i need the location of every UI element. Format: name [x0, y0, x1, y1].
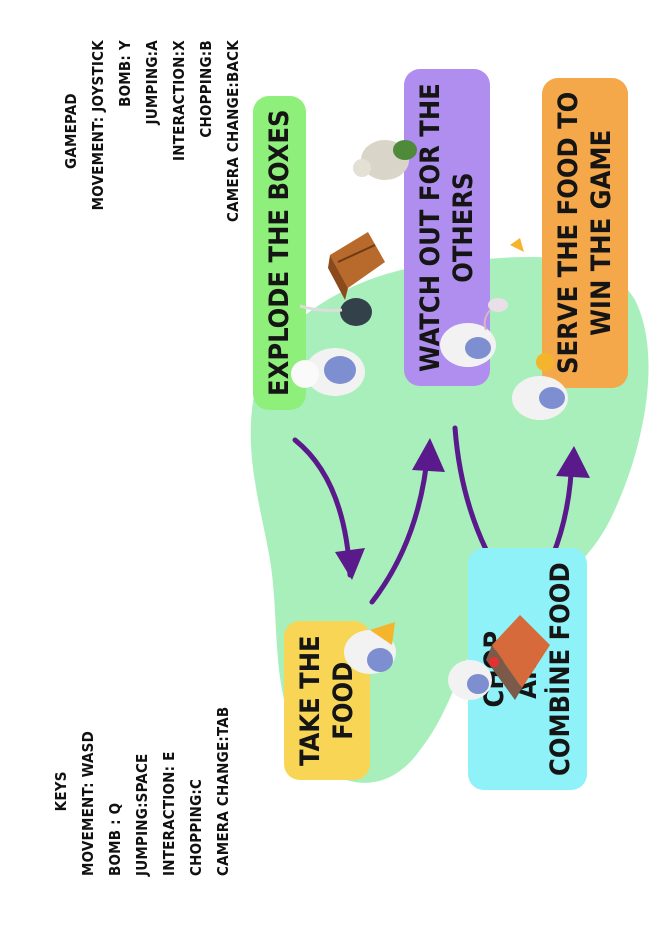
chef-character-icon: [512, 353, 568, 420]
chef-character-icon: [448, 660, 492, 700]
arrowhead-icon: [556, 446, 590, 478]
plate-food-icon: [536, 353, 554, 371]
arrowhead-icon: [412, 438, 445, 472]
rat-icon: [483, 298, 508, 331]
cheese-icon: [370, 622, 395, 645]
chef-character-icon: [440, 323, 496, 367]
wooden-crate-icon: [328, 232, 385, 300]
chopping-station-icon: [486, 615, 550, 700]
chef-character-icon: [291, 348, 365, 396]
rat-enemy-icon: [353, 140, 417, 180]
cheese-icon: [510, 238, 524, 252]
arrowhead-icon: [335, 548, 365, 580]
bomb-icon: [299, 298, 372, 326]
chef-character-icon: [344, 622, 396, 674]
